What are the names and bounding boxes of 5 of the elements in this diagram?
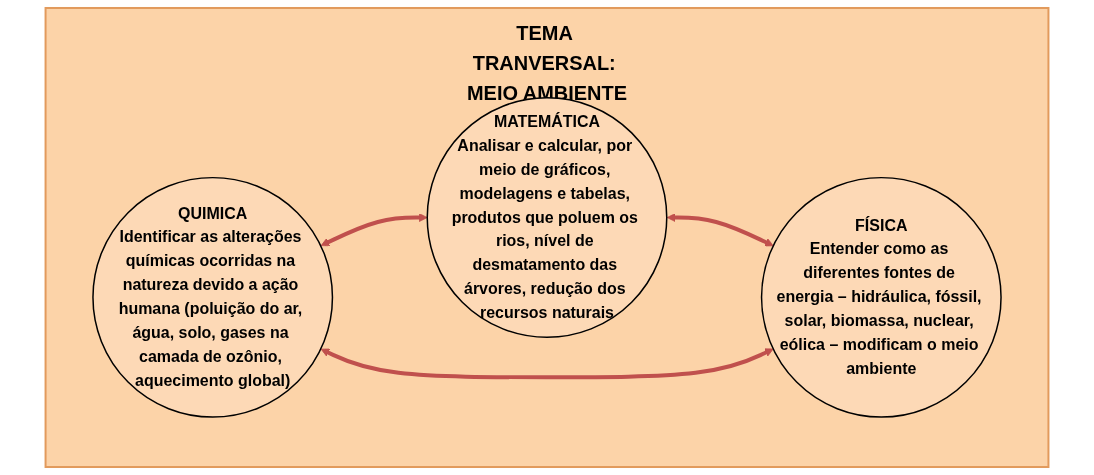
arrow (320, 348, 774, 380)
node-circle: FÍSICA Entender como as diferentes fontes de energia – hidráulica, fóssil, solar, biomassa, nuclear, eólica – modificam o meio ambiente (760, 176, 1002, 418)
arrow (666, 213, 774, 247)
node-circle: QUIMICA Identificar as alterações químicas ocorridas na natureza devido a ação humana (poluição do ar, água, solo, gases na camada de ozônio, aquecimento global) (92, 176, 334, 418)
arrow (320, 213, 428, 247)
